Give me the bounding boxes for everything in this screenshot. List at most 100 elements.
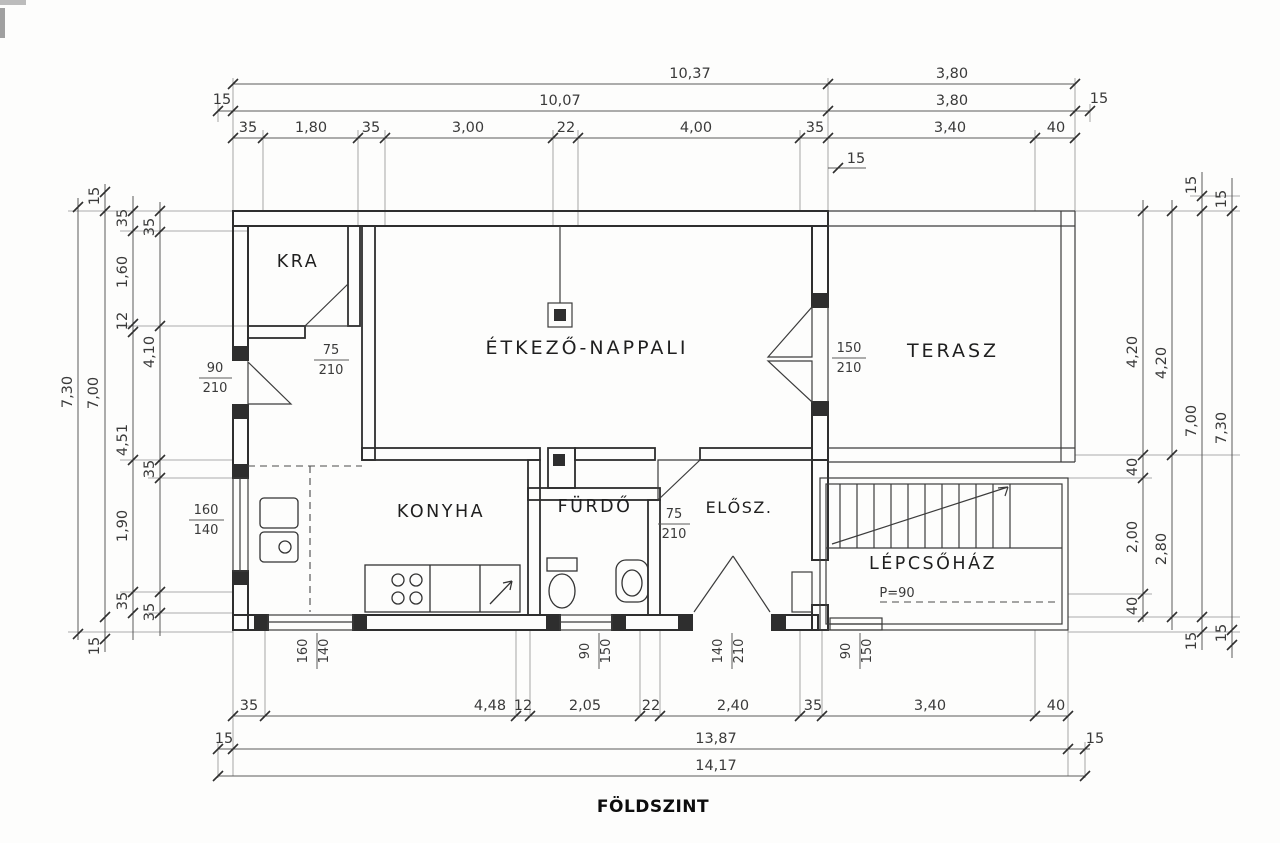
dim-label: 1,60 bbox=[115, 256, 131, 288]
dim-label: 35 bbox=[240, 698, 258, 714]
room-label-etkezo-nappali: ÉTKEZŐ-NAPPALI bbox=[486, 335, 689, 359]
dim-label: 35 bbox=[142, 218, 158, 236]
opening-dimensions: 75 210 90 210 150 210 75 210 160 140 160… bbox=[189, 341, 915, 669]
kitchen-fixtures bbox=[248, 465, 521, 613]
toilet-tank bbox=[546, 557, 578, 572]
dim-label: 10,07 bbox=[539, 93, 581, 109]
dim-label: 13,87 bbox=[695, 731, 737, 747]
dim-label: 3,00 bbox=[452, 120, 484, 136]
dim-label: 1,90 bbox=[115, 510, 131, 542]
bathroom-fixtures bbox=[546, 557, 649, 609]
room-label-furdo: FÜRDŐ bbox=[558, 495, 633, 517]
dim-label: 40 bbox=[1125, 458, 1141, 476]
opening-dim: 140 bbox=[711, 639, 726, 664]
dim-label: 15 bbox=[1214, 624, 1230, 642]
dim-label: 15 bbox=[87, 637, 103, 655]
staircase bbox=[791, 477, 1069, 631]
dim-label: 35 bbox=[115, 592, 131, 610]
room-label-kra: KRA bbox=[277, 252, 319, 272]
room-label-lepcsohaz: LÉPCSŐHÁZ bbox=[869, 552, 997, 574]
washbasin bbox=[615, 559, 649, 603]
opening-dim: 160 bbox=[296, 639, 311, 664]
room-label-konyha: KONYHA bbox=[397, 502, 485, 522]
dim-label: 15 bbox=[1184, 632, 1200, 650]
dim-label: 15 bbox=[1214, 190, 1230, 208]
parapet-height-label: P=90 bbox=[879, 586, 914, 601]
dim-label: 3,40 bbox=[934, 120, 966, 136]
extension-guides bbox=[68, 78, 1240, 778]
dim-label: 12 bbox=[115, 312, 131, 330]
opening-dim: 150 bbox=[837, 341, 862, 356]
appliance-1 bbox=[259, 497, 299, 529]
dim-label: 2,40 bbox=[717, 698, 749, 714]
opening-dim: 75 bbox=[666, 507, 683, 522]
dim-label: 40 bbox=[1047, 698, 1065, 714]
dim-label: 15 bbox=[215, 731, 233, 747]
dim-label: 10,37 bbox=[669, 66, 711, 82]
opening-dim: 210 bbox=[837, 361, 862, 376]
dim-label: 35 bbox=[142, 603, 158, 621]
dimension-lines bbox=[77, 83, 1233, 777]
dim-label: 2,00 bbox=[1125, 521, 1141, 553]
interior-walls bbox=[247, 225, 813, 616]
opening-dim: 140 bbox=[317, 639, 332, 664]
dim-labels-bottom: 35 4,48 12 2,05 22 2,40 35 3,40 40 15 13… bbox=[215, 698, 1104, 774]
dim-label: 3,40 bbox=[914, 698, 946, 714]
opening-dim: 150 bbox=[599, 639, 614, 664]
windows bbox=[232, 477, 883, 631]
room-labels: KRA ÉTKEZŐ-NAPPALI TERASZ KONYHA FÜRDŐ E… bbox=[277, 252, 999, 574]
dim-label: 4,10 bbox=[142, 336, 158, 368]
terasz-door-leaf-lower bbox=[766, 360, 813, 404]
dim-label: 3,80 bbox=[936, 66, 968, 82]
dim-label: 2,05 bbox=[569, 698, 601, 714]
opening-dim: 210 bbox=[662, 527, 687, 542]
dim-label: 7,00 bbox=[86, 377, 102, 409]
entry-door-swing bbox=[693, 555, 771, 613]
dim-label: 15 bbox=[1090, 91, 1108, 107]
left-door-swing bbox=[247, 360, 293, 405]
dim-label: 15 bbox=[847, 151, 865, 167]
opening-dim: 210 bbox=[203, 381, 228, 396]
dim-label: 12 bbox=[514, 698, 532, 714]
dim-label: 7,00 bbox=[1184, 405, 1200, 437]
dim-label: 35 bbox=[142, 460, 158, 478]
dim-label: 15 bbox=[87, 187, 103, 205]
room-label-eloszoba: ELŐSZ. bbox=[706, 497, 773, 517]
kra-door-swing bbox=[303, 282, 349, 327]
dim-label: 4,20 bbox=[1125, 336, 1141, 368]
stair-entry-cabinet bbox=[791, 571, 813, 613]
dim-label: 2,80 bbox=[1154, 533, 1170, 565]
dim-label: 4,20 bbox=[1154, 347, 1170, 379]
stair-direction-arrow bbox=[831, 486, 1009, 545]
dim-label: 22 bbox=[642, 698, 660, 714]
opening-dim: 160 bbox=[194, 503, 219, 518]
opening-dim: 90 bbox=[839, 643, 854, 660]
appliance-2 bbox=[259, 531, 299, 563]
room-label-terasz: TERASZ bbox=[906, 340, 999, 362]
chimney-flue bbox=[547, 226, 573, 328]
terasz-door-leaf-upper bbox=[766, 305, 813, 358]
opening-dim: 90 bbox=[578, 643, 593, 660]
dim-label: 3,80 bbox=[936, 93, 968, 109]
dim-label: 1,80 bbox=[295, 120, 327, 136]
dim-labels-right: 4,20 40 2,00 40 4,20 2,80 15 7,00 15 15 … bbox=[1125, 176, 1230, 650]
dimension-ticks bbox=[72, 78, 1238, 782]
dim-label: 35 bbox=[804, 698, 822, 714]
opening-dim: 210 bbox=[319, 363, 344, 378]
terrace-outline bbox=[828, 210, 1076, 463]
toilet-bowl bbox=[548, 573, 576, 609]
dim-label: 4,48 bbox=[474, 698, 506, 714]
dim-label: 14,17 bbox=[695, 758, 737, 774]
dim-label: 40 bbox=[1047, 120, 1065, 136]
dim-label: 7,30 bbox=[1214, 412, 1230, 444]
drawing-title: FÖLDSZINT bbox=[597, 795, 709, 817]
dim-label: 4,00 bbox=[680, 120, 712, 136]
dim-label: 7,30 bbox=[60, 376, 76, 408]
dim-label: 35 bbox=[806, 120, 824, 136]
dim-label: 22 bbox=[557, 120, 575, 136]
dim-label: 35 bbox=[362, 120, 380, 136]
door-swings bbox=[247, 282, 829, 613]
opening-dim: 75 bbox=[323, 343, 340, 358]
